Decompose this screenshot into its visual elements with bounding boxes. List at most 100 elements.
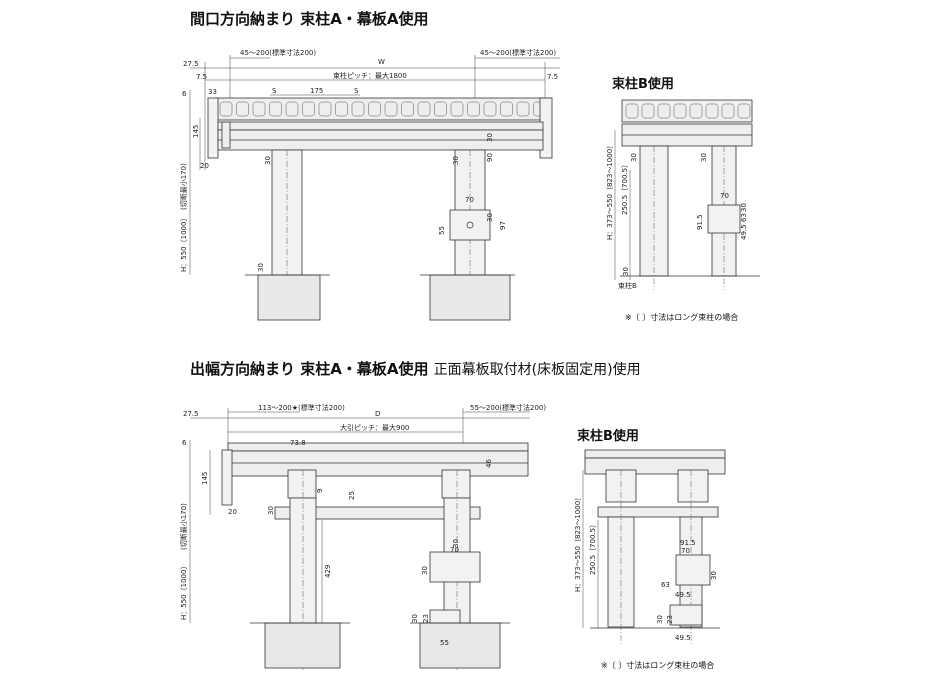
board-hole <box>384 101 398 117</box>
dim-33: 33 <box>208 88 217 96</box>
board-hole <box>368 101 381 117</box>
dim-30d: 30 <box>486 213 494 222</box>
dim-pitch: 束柱ピッチ：最大1800 <box>333 71 407 80</box>
b2-dim-70: 70 <box>450 546 459 554</box>
dim-right-range: 45～200(標準寸法200) <box>480 48 556 57</box>
b2b-dim-height: H：373～550〔823～1000〕 <box>574 494 582 592</box>
board-hole <box>641 103 655 119</box>
b2-dim-height: H：550〔1000〕 <box>180 563 188 620</box>
dim-30a: 30 <box>264 156 272 165</box>
dim-97: 97 <box>499 221 507 230</box>
b2-dim-9: 9 <box>316 489 324 493</box>
bottom-title-sub: 正面幕板取付材(床板固定用)使用 <box>433 362 641 378</box>
dim-27-5: 27.5 <box>183 60 199 68</box>
top-note: ※〔 〕寸法はロング束柱の場合 <box>625 313 739 322</box>
b2-dim-27-5: 27.5 <box>183 410 199 418</box>
dim-20: 20 <box>200 162 209 170</box>
b2b-dim-63: 63 <box>661 581 670 589</box>
dim-175: 175 <box>310 87 323 95</box>
bottom-beam-b-drawing: H：373～550〔823～1000〕 250.5〔700.5〕 70 91.5… <box>574 449 726 645</box>
board-hole <box>318 101 332 117</box>
board-hole <box>417 101 431 117</box>
board-hole <box>705 103 719 119</box>
board-hole <box>500 101 513 117</box>
b2-dim-30c: 30 <box>421 566 429 575</box>
b-dim-495: 49.5 <box>740 224 748 240</box>
board-hole <box>721 103 735 119</box>
board-hole <box>737 103 751 119</box>
board-hole <box>302 101 315 117</box>
b2-dim-30a: 30 <box>267 506 275 515</box>
b2b-dim-23: 23 <box>666 615 674 624</box>
b2-dim-cut: (切断最小170) <box>179 503 188 550</box>
dim-30b: 30 <box>452 156 460 165</box>
b-dim-30a: 30 <box>630 153 638 162</box>
b2-dim-23: 23 <box>422 614 430 623</box>
top-beam-b-drawing: H：373～550〔823～1000〕 250.5〔700.5〕 30 30 7… <box>606 99 760 290</box>
b2-dim-d: D <box>375 410 380 418</box>
board-hole <box>335 101 348 117</box>
board-hole <box>450 101 464 117</box>
top-beam-b-subtitle: 束柱B使用 <box>612 77 674 92</box>
board-hole <box>252 101 266 117</box>
b2b-dim-30a: 30 <box>710 571 718 580</box>
board-hole <box>673 103 687 119</box>
b-dim-915: 91.5 <box>696 214 704 230</box>
board-hole <box>689 103 703 119</box>
b2-dim-30d: 30 <box>411 614 419 623</box>
b-dim-30b: 30 <box>700 153 708 162</box>
b-dim-2505: 250.5〔700.5〕 <box>621 161 629 215</box>
b2-dim-145: 145 <box>201 472 209 485</box>
b-dim-30c: 30 <box>740 203 748 212</box>
bottom-section-title: 出幅方向納まり 束柱A・幕板A使用 正面幕板取付材(床板固定用)使用 <box>190 358 641 379</box>
dim-w: W <box>378 58 385 66</box>
board-hole <box>483 101 497 117</box>
b2b-dim-2505: 250.5〔700.5〕 <box>589 521 597 575</box>
board-hole <box>219 101 233 117</box>
b2-dim-429: 429 <box>324 565 332 578</box>
dim-30c: 30 <box>486 133 494 142</box>
board-hole <box>269 101 282 117</box>
b-dim-70: 70 <box>720 192 729 200</box>
dim-90: 90 <box>486 153 494 162</box>
b2-dim-55: 55 <box>440 639 449 647</box>
b2-dim-30b: 30 <box>452 539 460 548</box>
b-dim-63: 63 <box>740 213 748 222</box>
board-hole <box>516 101 530 117</box>
b2b-dim-495a: 49.5 <box>675 591 691 599</box>
b2-dim-20: 20 <box>228 508 237 516</box>
top-main-drawing: 27.5 45～200(標準寸法200) W 45～200(標準寸法200) 7… <box>179 48 560 321</box>
b2b-dim-495b: 49.5 <box>675 634 691 642</box>
dim-cut: (切断最小170) <box>179 163 188 210</box>
bottom-title-main: 出幅方向納まり 束柱A・幕板A使用 <box>190 360 429 378</box>
board-hole <box>351 101 365 117</box>
top-section-title: 間口方向納まり 束柱A・幕板A使用 <box>190 10 429 28</box>
b2-dim-738: 73.8 <box>290 439 306 447</box>
dim-height: H：550〔1000〕 <box>180 215 188 272</box>
dim-30e: 30 <box>257 263 265 272</box>
dim-left-range: 45～200(標準寸法200) <box>240 48 316 57</box>
bottom-beam-b-subtitle: 束柱B使用 <box>577 429 639 444</box>
dim-7-5-left: 7.5 <box>196 73 207 81</box>
dim-7-5-right: 7.5 <box>547 73 558 81</box>
b2-dim-46: 46 <box>485 459 493 468</box>
board-hole <box>434 101 447 117</box>
dim-145: 145 <box>192 125 200 138</box>
dim-6: 6 <box>182 90 187 98</box>
b2-dim-left-range: 113～200★(標準寸法200) <box>258 403 345 412</box>
b-label: 束柱B <box>618 281 637 290</box>
bottom-note: ※〔 〕寸法はロング束柱の場合 <box>601 661 715 670</box>
dim-s1: S <box>272 87 277 95</box>
b2b-dim-30b: 30 <box>656 615 664 624</box>
board-hole <box>236 101 249 117</box>
board-hole <box>401 101 414 117</box>
bottom-main-drawing: 27.5 113～200★(標準寸法200) D 55～200(標準寸法200)… <box>179 403 546 670</box>
dim-70: 70 <box>465 196 474 204</box>
b2b-dim-915: 91.5 <box>680 539 696 547</box>
b-dim-height: H：373～550〔823～1000〕 <box>606 142 614 240</box>
board-hole <box>625 103 639 119</box>
b2-dim-pitch: 大引ピッチ：最大900 <box>340 423 409 432</box>
board-hole <box>285 101 299 117</box>
b-dim-30d: 30 <box>622 267 630 276</box>
